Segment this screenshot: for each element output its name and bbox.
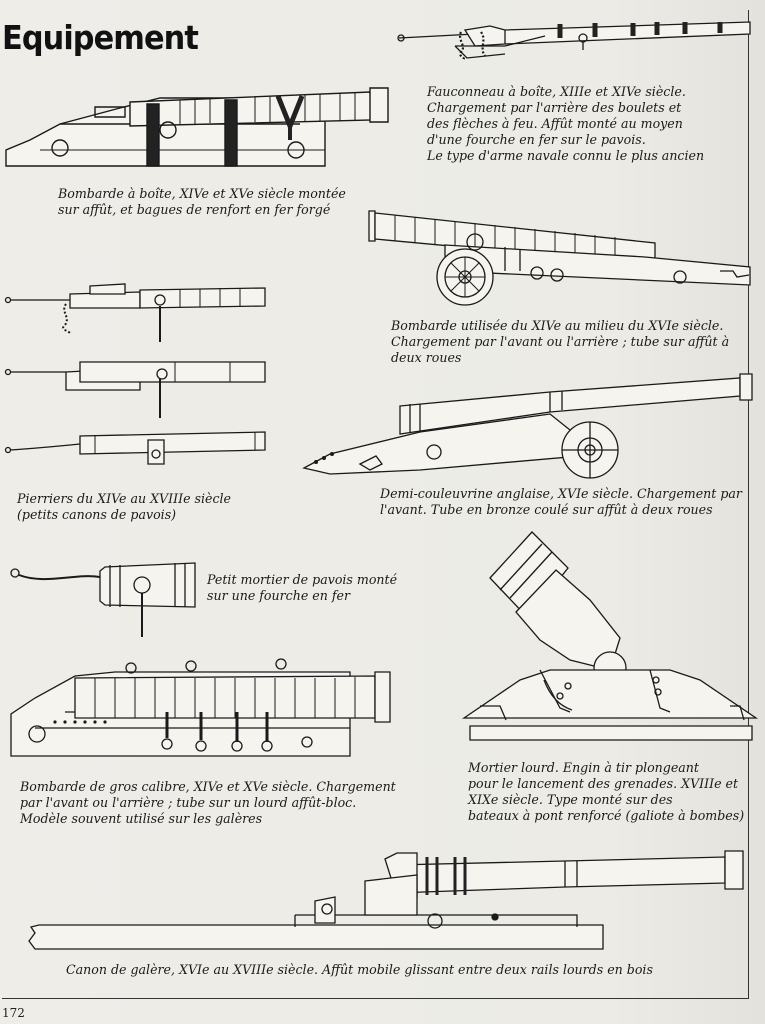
illustration-pierriers xyxy=(0,278,280,478)
caption-pierriers: Pierriers du XIVe au XVIIIe siècle (peti… xyxy=(17,491,232,522)
caption-canon-de-galere: Canon de galère, XVIe au XVIIIe siècle. … xyxy=(66,962,653,977)
illustration-bombarde-deux-roues xyxy=(365,205,755,315)
caption-petit-mortier: Petit mortier de pavois monté sur une fo… xyxy=(207,572,398,603)
caption-fauconneau-a-boite: Fauconneau à boîte, XIIIe et XIVe siècle… xyxy=(427,84,705,163)
page-number: 172 xyxy=(2,1006,25,1020)
caption-bombarde-a-boite: Bombarde à boîte, XIVe et XVe siècle mon… xyxy=(58,186,346,217)
caption-bombarde-gros-calibre: Bombarde de gros calibre, XIVe et XVe si… xyxy=(20,779,396,826)
illustration-mortier-lourd xyxy=(460,530,760,745)
illustration-petit-mortier xyxy=(5,555,205,645)
page-title: Equipement xyxy=(2,18,199,57)
caption-demi-couleuvrine: Demi-couleuvrine anglaise, XVIe siècle. … xyxy=(380,486,742,517)
caption-mortier-lourd: Mortier lourd. Engin à tir plongeant pou… xyxy=(468,760,745,823)
caption-bombarde-deux-roues: Bombarde utilisée du XIVe au milieu du X… xyxy=(391,318,730,365)
illustration-canon-de-galere xyxy=(25,845,750,955)
illustration-fauconneau-a-boite xyxy=(395,10,755,80)
illustration-bombarde-gros-calibre xyxy=(5,658,400,768)
illustration-demi-couleuvrine xyxy=(300,370,760,485)
illustration-bombarde-a-boite xyxy=(0,80,400,180)
page-frame xyxy=(2,10,749,999)
